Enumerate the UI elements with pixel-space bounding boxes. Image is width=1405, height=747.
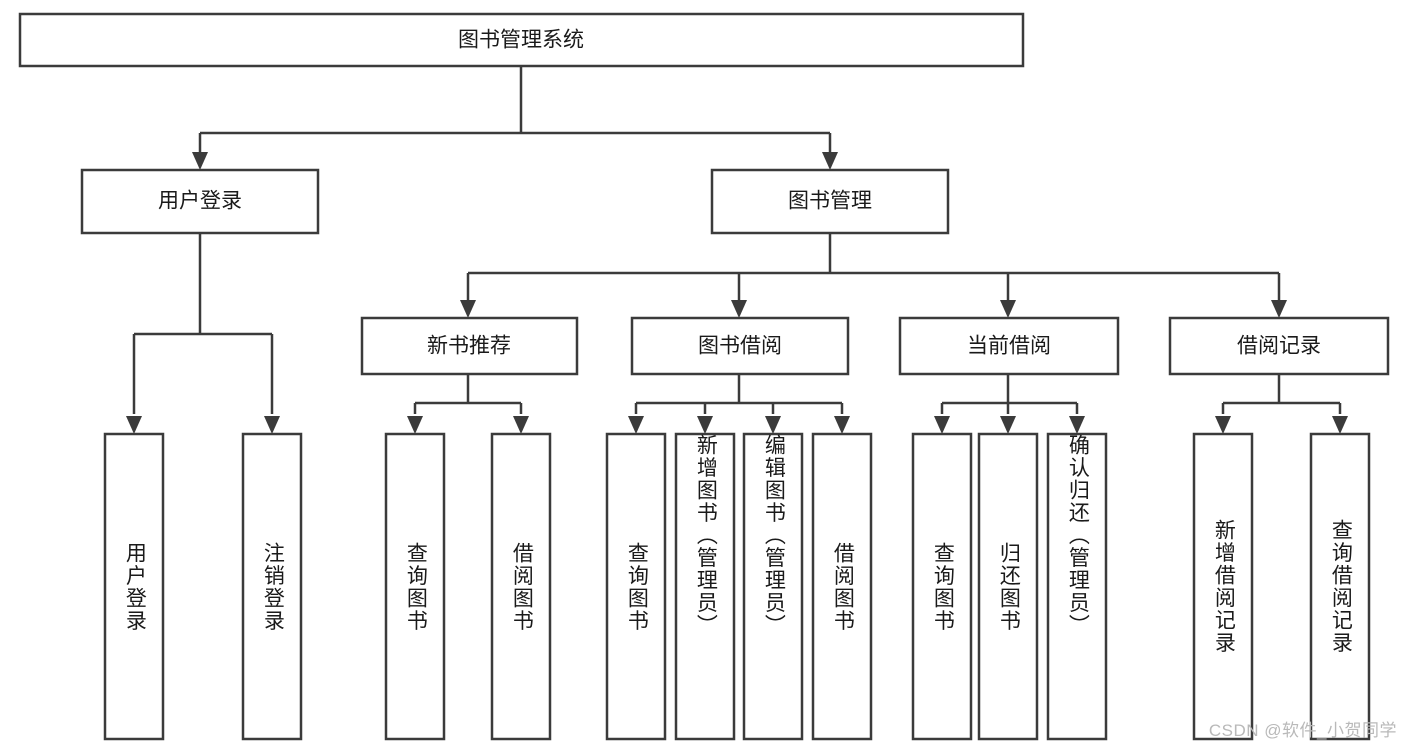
arrow-leaf-user-login [126, 416, 142, 434]
node-book-manage-label: 图书管理 [788, 190, 872, 213]
arrow-leaf-edit-book [765, 416, 781, 434]
node-current-borrow[interactable]: 当前借阅 [898, 316, 1120, 376]
node-current-borrow-label: 当前借阅 [967, 335, 1051, 358]
connector-group [126, 66, 1348, 434]
arrow-leaf-logout [264, 416, 280, 434]
arrow-leaf-borrow-book-1 [513, 416, 529, 434]
node-new-book-recommend[interactable]: 新书推荐 [360, 316, 579, 376]
node-user-login-label: 用户登录 [158, 190, 242, 213]
node-new-book-recommend-label: 新书推荐 [427, 335, 511, 358]
node-book-manage-box[interactable] [710, 168, 950, 235]
arrow-leaf-query-book-3 [934, 416, 950, 434]
leaf-box-group [103, 432, 1371, 741]
leaf-box-query-book-2[interactable] [605, 432, 667, 741]
node-user-login[interactable]: 用户登录 [80, 168, 320, 235]
node-root-label: 图书管理系统 [458, 29, 584, 52]
arrow-leaf-borrow-book-2 [834, 416, 850, 434]
leaf-box-return-book[interactable] [977, 432, 1039, 741]
arrow-leaf-confirm-return [1069, 416, 1085, 434]
node-user-login-box[interactable] [80, 168, 320, 235]
arrow-leaf-query-book-2 [628, 416, 644, 434]
leaf-box-logout[interactable] [241, 432, 303, 741]
leaf-box-borrow-book-1[interactable] [490, 432, 552, 741]
arrow-to-book-borrow [731, 300, 747, 318]
leaf-box-confirm-return[interactable] [1046, 432, 1108, 741]
arrow-leaf-add-book [697, 416, 713, 434]
leaf-box-user-login[interactable] [103, 432, 165, 741]
arrow-leaf-query-record [1332, 416, 1348, 434]
node-borrow-record[interactable]: 借阅记录 [1168, 316, 1390, 376]
node-new-book-recommend-box[interactable] [360, 316, 579, 376]
node-borrow-record-label: 借阅记录 [1237, 335, 1321, 358]
arrow-to-new-book [460, 300, 476, 318]
watermark-text: CSDN @软件_小贺同学 [1208, 721, 1397, 740]
leaf-box-query-book-3[interactable] [911, 432, 973, 741]
node-book-borrow-box[interactable] [630, 316, 850, 376]
node-book-manage[interactable]: 图书管理 [710, 168, 950, 235]
arrow-to-borrow-record [1271, 300, 1287, 318]
leaf-box-query-book-1[interactable] [384, 432, 446, 741]
node-root-box[interactable] [18, 12, 1025, 68]
leaf-box-add-record[interactable] [1192, 432, 1254, 741]
arrow-leaf-add-record [1215, 416, 1231, 434]
leaf-box-edit-book[interactable] [742, 432, 804, 741]
leaf-box-add-book[interactable] [674, 432, 736, 741]
arrow-to-book-manage [822, 152, 838, 170]
arrow-to-current-borrow [1000, 300, 1016, 318]
node-root[interactable]: 图书管理系统 [18, 12, 1025, 68]
arrow-to-user-login [192, 152, 208, 170]
node-book-borrow-label: 图书借阅 [698, 335, 782, 358]
leaf-box-query-record[interactable] [1309, 432, 1371, 741]
node-current-borrow-box[interactable] [898, 316, 1120, 376]
arrow-leaf-query-book-1 [407, 416, 423, 434]
leaf-box-borrow-book-2[interactable] [811, 432, 873, 741]
node-book-borrow[interactable]: 图书借阅 [630, 316, 850, 376]
arrow-leaf-return-book [1000, 416, 1016, 434]
node-borrow-record-box[interactable] [1168, 316, 1390, 376]
